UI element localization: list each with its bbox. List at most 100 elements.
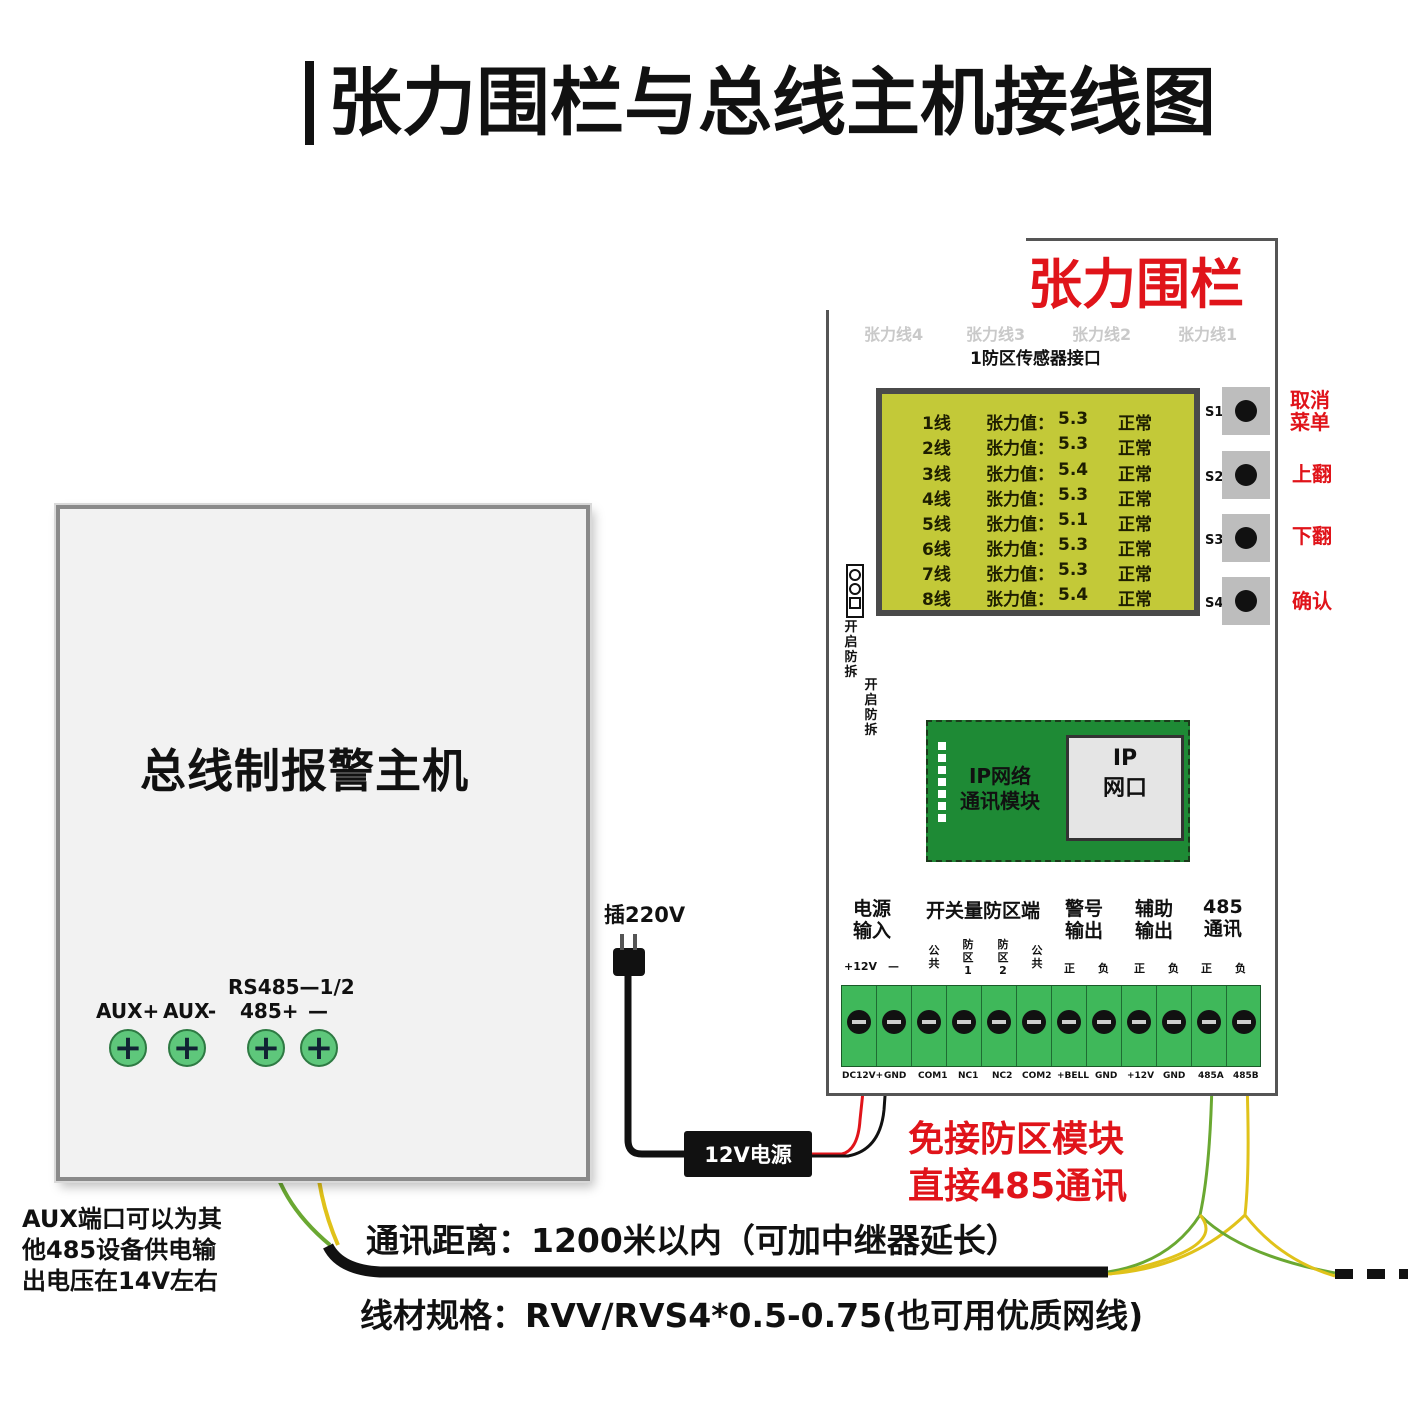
s3-label: S3	[1205, 533, 1224, 548]
sub-zone1: 防区1	[962, 938, 974, 977]
s1-button[interactable]	[1222, 387, 1270, 435]
terminal[interactable]	[1017, 986, 1052, 1066]
ip-module-label: IP网络 通讯模块	[960, 764, 1040, 813]
tamper-label-1: 开启防拆	[844, 620, 858, 680]
s1-label: S1	[1205, 405, 1224, 420]
sensor-line-1: 张力线1	[1178, 325, 1238, 344]
tamper-jumper[interactable]	[846, 564, 864, 618]
terminal-name: GND	[1095, 1071, 1118, 1081]
sensor-line-4: 张力线4	[864, 325, 924, 344]
plug-label: 插220V	[604, 903, 686, 927]
ip-port-line: IP	[1112, 746, 1138, 771]
plug-pin-left	[620, 934, 624, 950]
s4-action: 确认	[1292, 589, 1332, 613]
power-cable-out	[812, 1081, 866, 1156]
terminal[interactable]	[912, 986, 947, 1066]
terminal-name: +12V	[1127, 1071, 1155, 1081]
terminal[interactable]	[842, 986, 877, 1066]
device-title: 张力围栏	[1028, 253, 1244, 316]
s3-button[interactable]	[1222, 514, 1270, 562]
button-dot	[1235, 464, 1257, 486]
cable-spec-text: 线材规格：RVV/RVS4*0.5-0.75(也可用优质网线)	[360, 1296, 1144, 1335]
sensor-line-2: 张力线2	[1072, 325, 1132, 344]
button-dot	[1235, 400, 1257, 422]
terminal[interactable]	[1157, 986, 1192, 1066]
terminal[interactable]	[982, 986, 1017, 1066]
ip-port-line: 网口	[1102, 776, 1147, 801]
plug-body	[613, 948, 645, 976]
terminal-name: DC12V+	[842, 1071, 884, 1081]
aux-minus-terminal[interactable]: +	[168, 1029, 206, 1067]
s2-action: 上翻	[1292, 462, 1332, 486]
terminal[interactable]	[1087, 986, 1122, 1066]
sub-neg: 负	[1168, 962, 1179, 975]
red-note-1: 免接防区模块	[908, 1119, 1125, 1160]
terminal-name: COM2	[1022, 1071, 1052, 1081]
ip-module-pins	[938, 742, 948, 836]
red-note-2: 直接485通讯	[908, 1166, 1128, 1207]
terminal-name: GND	[1163, 1071, 1186, 1081]
terminal[interactable]	[1052, 986, 1087, 1066]
button-dot	[1235, 590, 1257, 612]
s3-action: 下翻	[1292, 524, 1332, 548]
sensor-port-label: 1防区传感器接口	[970, 349, 1101, 369]
wire-yellow-out	[1243, 1214, 1336, 1278]
aux-note: AUX端口可以为其 他485设备供电输 出电压在14V左右	[22, 1204, 222, 1297]
group-alarm: 警号输出	[1065, 898, 1104, 942]
p485-minus-label: —	[308, 999, 328, 1023]
p485-plus-label: 485+	[240, 999, 299, 1023]
plug-pin-right	[633, 934, 637, 950]
terminal[interactable]	[947, 986, 982, 1066]
s4-label: S4	[1205, 596, 1224, 611]
terminal[interactable]	[877, 986, 912, 1066]
group-switch: 开关量防区端	[926, 900, 1041, 922]
sub-pos: 正	[1064, 962, 1075, 975]
s4-button[interactable]	[1222, 577, 1270, 625]
terminal-name: COM1	[918, 1071, 948, 1081]
power-cable-gnd	[812, 1081, 888, 1158]
sub-common2: 公共	[1031, 944, 1043, 970]
terminal-block	[841, 985, 1261, 1067]
terminal-name: 485A	[1198, 1071, 1224, 1081]
aux-plus-terminal[interactable]: +	[109, 1029, 147, 1067]
s2-button[interactable]	[1222, 451, 1270, 499]
page-title: 张力围栏与总线主机接线图	[305, 58, 1216, 148]
alarm-host-box	[56, 505, 590, 1181]
aux-minus-label: AUX-	[163, 999, 217, 1023]
terminal-name: +BELL	[1057, 1071, 1090, 1081]
power-cable	[624, 975, 684, 1158]
terminal[interactable]	[1122, 986, 1157, 1066]
p485-minus-terminal[interactable]: +	[300, 1029, 338, 1067]
sub-pos: 正	[1134, 962, 1145, 975]
sub-neg: 负	[1235, 962, 1246, 975]
p485-plus-terminal[interactable]: +	[247, 1029, 285, 1067]
group-power: 电源输入	[853, 898, 892, 942]
terminal-name: 485B	[1233, 1071, 1259, 1081]
terminal[interactable]	[1192, 986, 1227, 1066]
sub-common: 公共	[928, 944, 940, 970]
terminal-name: NC1	[958, 1071, 979, 1081]
sub-pos: 正	[1201, 962, 1212, 975]
tamper-label-2: 开启防拆	[864, 678, 878, 738]
sub-zone2: 防区2	[997, 938, 1009, 977]
aux-note-line: AUX端口可以为其	[22, 1205, 222, 1233]
s1-action: 取消菜单	[1290, 388, 1330, 434]
sub-neg: 负	[1098, 962, 1109, 975]
sub-pminus: —	[888, 960, 899, 973]
terminal[interactable]	[1227, 986, 1262, 1066]
rs485-label: RS485—1/2	[228, 975, 355, 999]
s2-label: S2	[1205, 470, 1224, 485]
sensor-line-3: 张力线3	[966, 325, 1026, 344]
terminal-name: GND	[884, 1071, 907, 1081]
group-aux: 辅助输出	[1135, 898, 1174, 942]
ip-port-box[interactable]: IP 网口	[1066, 735, 1184, 841]
aux-plus-label: AUX+	[96, 999, 160, 1023]
button-dot	[1235, 527, 1257, 549]
